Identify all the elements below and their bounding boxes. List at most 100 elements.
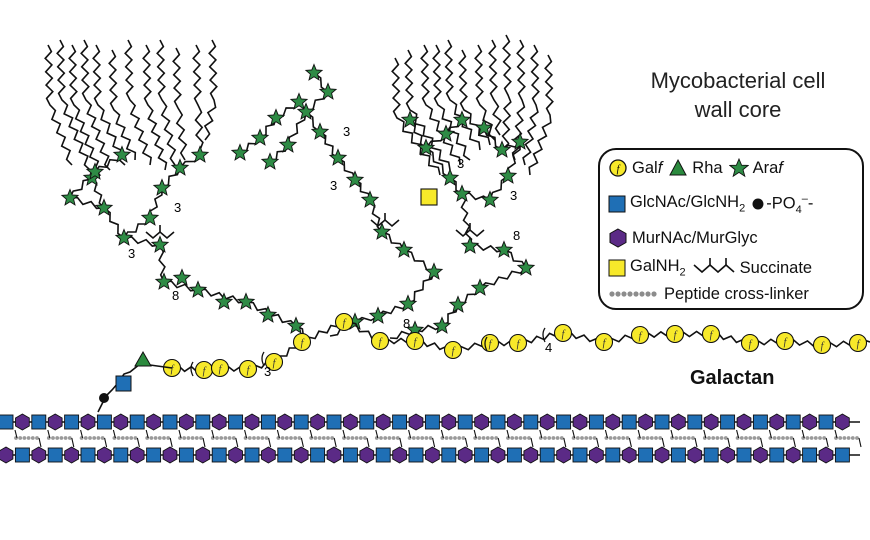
araf-residue	[266, 108, 286, 126]
murnac-residue	[0, 446, 14, 464]
peptide-dot	[707, 436, 711, 440]
murnac-residue	[392, 446, 407, 464]
peptide-dot	[625, 436, 630, 440]
lipid-chain	[432, 44, 471, 161]
araf-residue	[494, 240, 514, 258]
araf-residue	[172, 268, 192, 286]
murnac-residue	[654, 446, 670, 464]
galf-icon: f	[609, 159, 627, 177]
peptide-dot	[83, 436, 88, 440]
peptide-stem	[408, 429, 412, 439]
peptide-dot	[317, 436, 322, 440]
peptide-dot	[51, 436, 55, 440]
murnac-residue	[572, 413, 588, 431]
peptide-dot	[719, 436, 724, 440]
glcnac-residue	[802, 447, 818, 463]
peptide-dot	[383, 436, 388, 440]
peptide-dot	[247, 436, 252, 440]
peptide-dot	[527, 436, 531, 440]
peptide-dot	[477, 436, 482, 440]
peptide-dot	[547, 436, 552, 440]
peptide-stem	[47, 429, 51, 439]
diagram-title-line-2: wall core	[694, 97, 782, 122]
murnac-residue	[31, 446, 47, 464]
glcnac-residue	[277, 447, 293, 463]
peptide-dot	[658, 436, 663, 440]
peptide-stem	[604, 429, 608, 439]
galf-residue	[508, 333, 528, 353]
peptide-dot	[604, 436, 609, 440]
peptide-dot	[818, 436, 822, 440]
galf-letter: f	[247, 365, 251, 376]
peptide-dot	[358, 436, 363, 440]
peptide-dot	[608, 436, 613, 440]
galf-residue	[443, 340, 463, 360]
peptide-dot	[26, 436, 31, 440]
peptide-stem	[276, 429, 280, 439]
galf-letter: f	[821, 341, 825, 352]
galf-letter: f	[489, 339, 493, 350]
glcnac-residue	[785, 414, 801, 430]
peptide-dot	[670, 436, 674, 440]
glcnac-residue	[113, 447, 129, 463]
peptide-stem	[375, 429, 379, 439]
galf-residue	[630, 325, 650, 345]
galf-residue	[775, 331, 795, 351]
peptide-dot	[686, 436, 691, 440]
lipid-chain	[444, 39, 481, 151]
peptide-dot	[518, 436, 523, 440]
araf-residue	[94, 198, 114, 216]
araf-residue	[394, 240, 414, 258]
peptide-dot	[55, 436, 60, 440]
peptide-dot	[678, 436, 683, 440]
peptide-dot	[231, 436, 236, 440]
araf-residue	[492, 140, 512, 158]
peptide-stem	[727, 437, 731, 448]
araf-residue	[368, 306, 388, 324]
lipid-chain	[203, 39, 218, 141]
succinate-group	[455, 228, 485, 238]
peptide-dot	[822, 436, 827, 440]
galf-letter: f	[379, 337, 383, 348]
araf-residue	[516, 258, 536, 276]
peptide-dot	[473, 436, 478, 440]
araf-residue	[150, 235, 170, 253]
galf-residue	[701, 324, 721, 344]
legend-araf-label: Araf	[752, 158, 783, 177]
araf-residue	[140, 208, 160, 226]
peptide-stem	[440, 429, 444, 439]
galactan-label: Galactan	[690, 367, 775, 389]
annotation-3: 3	[264, 364, 271, 379]
arabinan-linkage	[69, 196, 297, 327]
peptide-dot	[461, 436, 466, 440]
annotation-3: 3	[330, 178, 337, 193]
glcnac-residue	[523, 414, 539, 430]
phosphate-icon	[752, 198, 764, 210]
arabinan-linkage	[239, 101, 300, 154]
araf-residue	[296, 102, 316, 120]
murnac-residue	[195, 446, 211, 464]
araf-residue	[452, 184, 472, 202]
murnac-residue	[474, 413, 489, 431]
peptide-dot	[63, 436, 68, 440]
murnac-residue	[638, 413, 653, 431]
murnac-residue	[753, 446, 768, 464]
peptide-stem	[596, 437, 600, 448]
peptide-dot	[781, 436, 785, 440]
glcnac-residue	[670, 447, 686, 463]
glcnac-residue	[260, 414, 276, 430]
peptide-dot	[813, 436, 818, 440]
peptide-dot	[194, 436, 199, 440]
murnac-residue	[261, 446, 276, 464]
peptide-dot	[120, 436, 125, 440]
araf-residue	[190, 145, 210, 163]
lipid-chain	[458, 49, 491, 146]
peptide-dot	[514, 436, 519, 440]
peptide-dot	[46, 436, 51, 440]
araf-residue	[188, 280, 208, 298]
peptide-dot	[326, 436, 330, 440]
svg-text:f: f	[617, 164, 621, 175]
galf-residue	[594, 332, 614, 352]
peptide-dot	[346, 436, 351, 440]
galf-letter: f	[674, 330, 678, 341]
